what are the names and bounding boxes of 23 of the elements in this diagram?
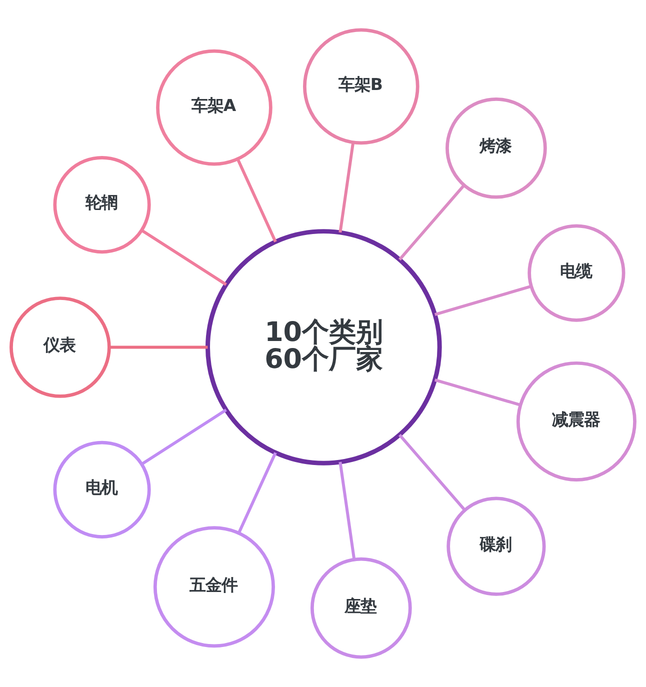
connector	[140, 408, 227, 466]
node-circle: 仪表	[10, 296, 111, 398]
connector	[398, 434, 466, 512]
node-circle: 减震器	[516, 361, 636, 482]
connector	[434, 284, 532, 316]
connector	[236, 158, 277, 242]
connector	[338, 462, 356, 560]
node-circle: 座垫	[310, 557, 412, 659]
node-circle: 车架A	[156, 49, 272, 166]
node-circle: 10个类别 60个厂家	[206, 229, 442, 466]
node-circle: 碟刹	[446, 496, 546, 596]
node-circle: 电缆	[528, 224, 626, 322]
node-circle: 轮辋	[53, 156, 151, 254]
node-circle: 五金件	[153, 526, 275, 648]
connector	[434, 378, 521, 406]
connector	[140, 229, 227, 286]
node-circle: 电机	[53, 440, 151, 538]
connector	[109, 346, 208, 349]
node-circle: 烤漆	[446, 97, 547, 199]
connector	[237, 452, 277, 534]
connector	[398, 184, 466, 261]
node-circle: 车架B	[303, 28, 420, 145]
connector	[338, 142, 355, 233]
